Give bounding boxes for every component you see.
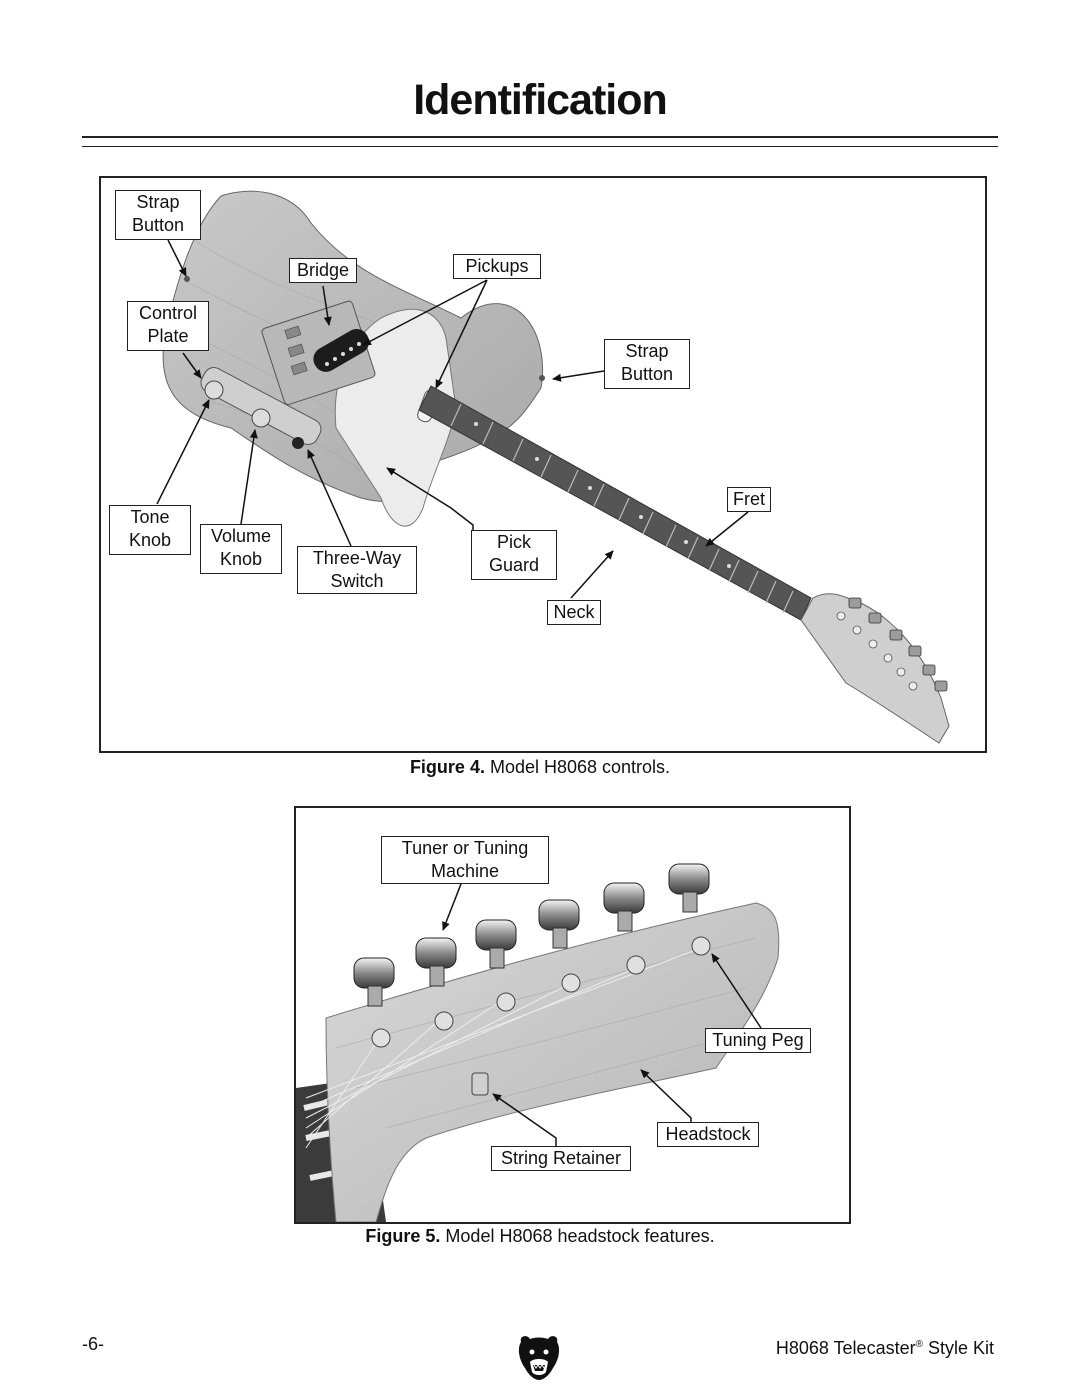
callout-headstock: Headstock (657, 1122, 759, 1147)
callout-fret: Fret (727, 487, 771, 512)
switch-tip (292, 437, 304, 449)
callout-bridge: Bridge (289, 258, 357, 283)
figure-5-caption-label: Figure 5. (365, 1226, 441, 1246)
callout-pick-guard: Pick Guard (471, 530, 557, 580)
footer-title-suffix: Style Kit (922, 1338, 994, 1358)
bridge-pickup (313, 329, 370, 372)
callout-control-plate: Control Plate (127, 301, 209, 351)
page-title: Identification (413, 76, 668, 124)
figure-4-caption: Figure 4. Model H8068 controls. (0, 757, 1080, 778)
callout-strap-button-top: Strap Button (115, 190, 201, 240)
headstock-illustration (296, 863, 780, 1222)
figure-4-caption-text: Model H8068 controls. (484, 757, 671, 777)
tone-knob (204, 380, 224, 400)
strap-button-top-peg (184, 276, 190, 282)
bear-logo-icon (518, 1336, 560, 1380)
guitar-illustration (156, 190, 950, 744)
figure-5-frame: Tuner or Tuning Machine Tuning Peg Heads… (294, 806, 851, 1224)
callout-string-retainer: String Retainer (491, 1146, 631, 1171)
callout-volume-knob: Volume Knob (200, 524, 282, 574)
title-rule-thick (82, 136, 998, 138)
callout-pickups: Pickups (453, 254, 541, 279)
volume-knob (251, 408, 271, 428)
title-rule-thin (82, 146, 998, 147)
footer-title-model: H8068 Telecaster (775, 1338, 916, 1358)
registered-mark: ® (915, 1339, 923, 1350)
figure-5-caption: Figure 5. Model H8068 headstock features… (0, 1226, 1080, 1247)
callout-neck: Neck (547, 600, 601, 625)
callout-tuner: Tuner or Tuning Machine (381, 836, 549, 884)
figure-5-caption-text: Model H8068 headstock features. (440, 1226, 715, 1246)
string-retainer (471, 1072, 489, 1096)
callout-tuning-peg: Tuning Peg (705, 1028, 811, 1053)
page-number: -6- (82, 1334, 104, 1354)
figure-4-frame: Strap Button Bridge Pickups Control Plat… (99, 176, 987, 753)
callout-three-way-switch: Three-Way Switch (297, 546, 417, 594)
figure-4-caption-label: Figure 4. (409, 757, 485, 777)
footer-title: H8068 Telecaster® Style Kit (776, 1338, 994, 1359)
callout-tone-knob: Tone Knob (109, 505, 191, 555)
callout-strap-button-right: Strap Button (604, 339, 690, 389)
headstock (325, 902, 780, 1222)
headstock (800, 593, 950, 744)
strap-button-right-peg (539, 375, 545, 381)
